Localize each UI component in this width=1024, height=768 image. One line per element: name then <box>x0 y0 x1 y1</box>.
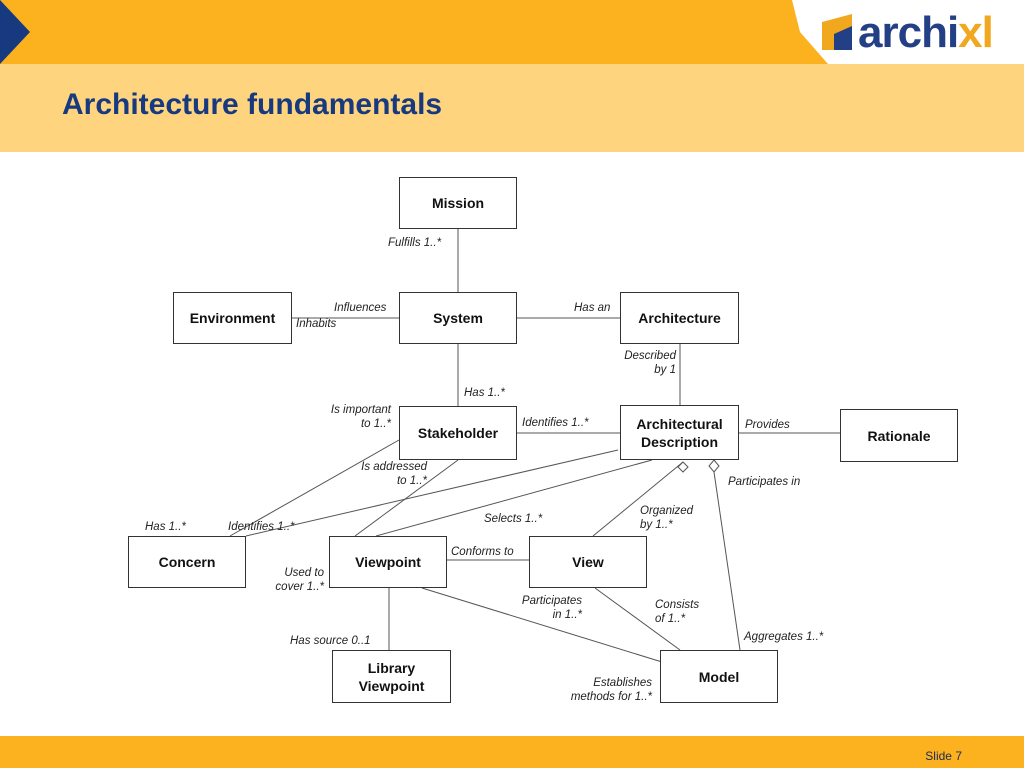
node-mission: Mission <box>399 177 517 229</box>
label-influences: Influences <box>334 302 387 314</box>
label-has-stakeholder: Has 1..* <box>464 387 505 399</box>
label-establishes-methods: Establishes methods for 1..* <box>570 677 652 703</box>
edge-stakeholder-viewpoint <box>354 459 459 537</box>
aggregation-diamond-icon <box>708 459 720 473</box>
node-concern: Concern <box>128 536 246 588</box>
node-system: System <box>399 292 517 344</box>
logo-panel <box>792 0 1024 64</box>
node-view: View <box>529 536 647 588</box>
logo-prefix: archi <box>858 8 959 57</box>
label-organized-by: Organized by 1..* <box>640 505 694 531</box>
node-viewpoint: Viewpoint <box>329 536 447 588</box>
node-architecture: Architecture <box>620 292 739 344</box>
aggregation-diamond-icon <box>677 461 689 473</box>
edge-description-concern <box>245 449 619 537</box>
node-library-viewpoint: Library Viewpoint <box>332 650 451 703</box>
logo-suffix: xl <box>958 8 994 57</box>
label-provides: Provides <box>745 419 790 431</box>
label-consists-of: Consists of 1..* <box>655 599 700 625</box>
edge-stakeholder-concern <box>229 439 400 537</box>
edge-description-viewpoint <box>375 459 653 537</box>
corner-arrow-icon <box>0 0 30 64</box>
label-participates-in-view: Participates in 1..* <box>521 595 582 621</box>
node-environment: Environment <box>173 292 292 344</box>
bottom-bar <box>0 736 1024 768</box>
label-has-source: Has source 0..1 <box>290 635 371 647</box>
title-band <box>0 64 1024 152</box>
node-rationale: Rationale <box>840 409 958 462</box>
edge-viewpoint-model <box>421 587 663 663</box>
label-inhabits: Inhabits <box>296 318 337 330</box>
edge-description-view <box>592 461 684 537</box>
page-title: Architecture fundamentals <box>62 88 443 121</box>
label-conforms-to: Conforms to <box>451 546 514 558</box>
label-identifies-concern: Identifies 1..* <box>228 521 295 533</box>
slide-number: Slide 7 <box>925 749 962 763</box>
logo: archixl <box>858 8 994 58</box>
label-participates-in: Participates in <box>728 476 801 488</box>
label-is-addressed-to: Is addressed to 1..* <box>361 461 427 487</box>
label-is-important-to: Is important to 1..* <box>330 404 391 430</box>
label-described-by: Described by 1 <box>624 350 676 376</box>
node-stakeholder: Stakeholder <box>399 406 517 460</box>
edge-view-model <box>594 587 681 651</box>
node-architectural-description: Architectural Description <box>620 405 739 460</box>
label-used-to-cover: Used to cover 1..* <box>275 567 324 593</box>
label-has-concern: Has 1..* <box>145 521 186 533</box>
label-selects: Selects 1..* <box>484 513 543 525</box>
label-aggregates: Aggregates 1..* <box>744 631 824 643</box>
edge-description-model <box>713 471 741 651</box>
label-fulfills: Fulfills 1..* <box>388 237 442 249</box>
label-identifies-stakeholder: Identifies 1..* <box>522 417 589 429</box>
diagram-connectors <box>229 229 840 663</box>
label-has-an: Has an <box>574 302 611 314</box>
node-model: Model <box>660 650 778 703</box>
